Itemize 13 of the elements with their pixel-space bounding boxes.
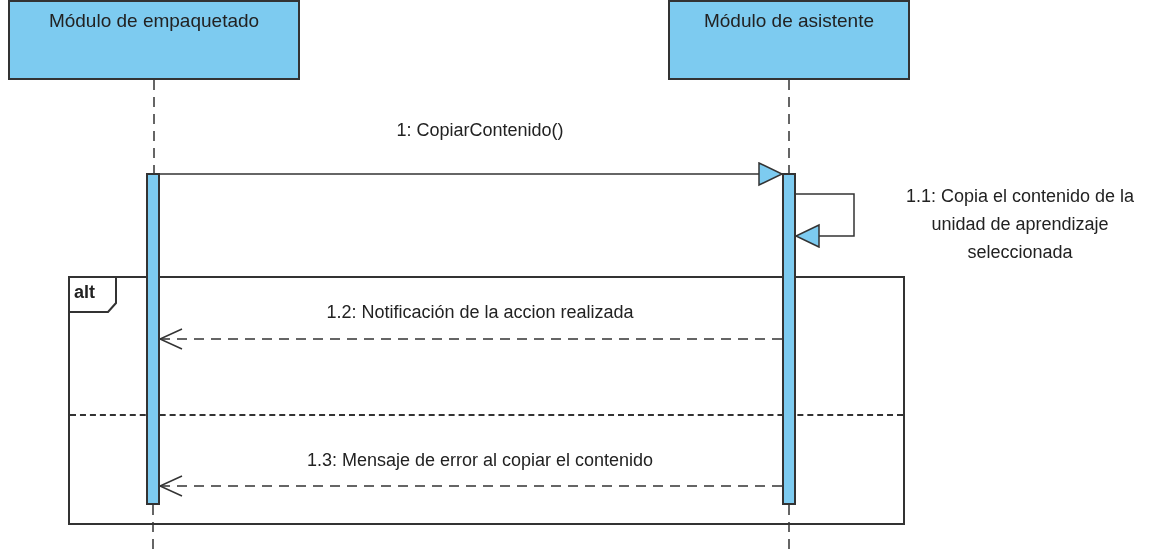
- message-arrow: [159, 162, 783, 186]
- lifeline-name: Módulo de asistente: [703, 10, 875, 32]
- lifeline: [788, 79, 790, 174]
- lifeline-header: [668, 0, 910, 80]
- activation-bar: [782, 173, 796, 505]
- self-message-arrow: [795, 193, 855, 248]
- fragment-operator: alt: [68, 276, 118, 313]
- activation-bar: [146, 173, 160, 505]
- return-message-arrow: [159, 328, 783, 350]
- lifeline-header: [8, 0, 300, 80]
- lifeline: [153, 79, 155, 174]
- lifeline-name: Módulo de empaquetado: [48, 10, 260, 32]
- return-message-arrow: [159, 475, 783, 497]
